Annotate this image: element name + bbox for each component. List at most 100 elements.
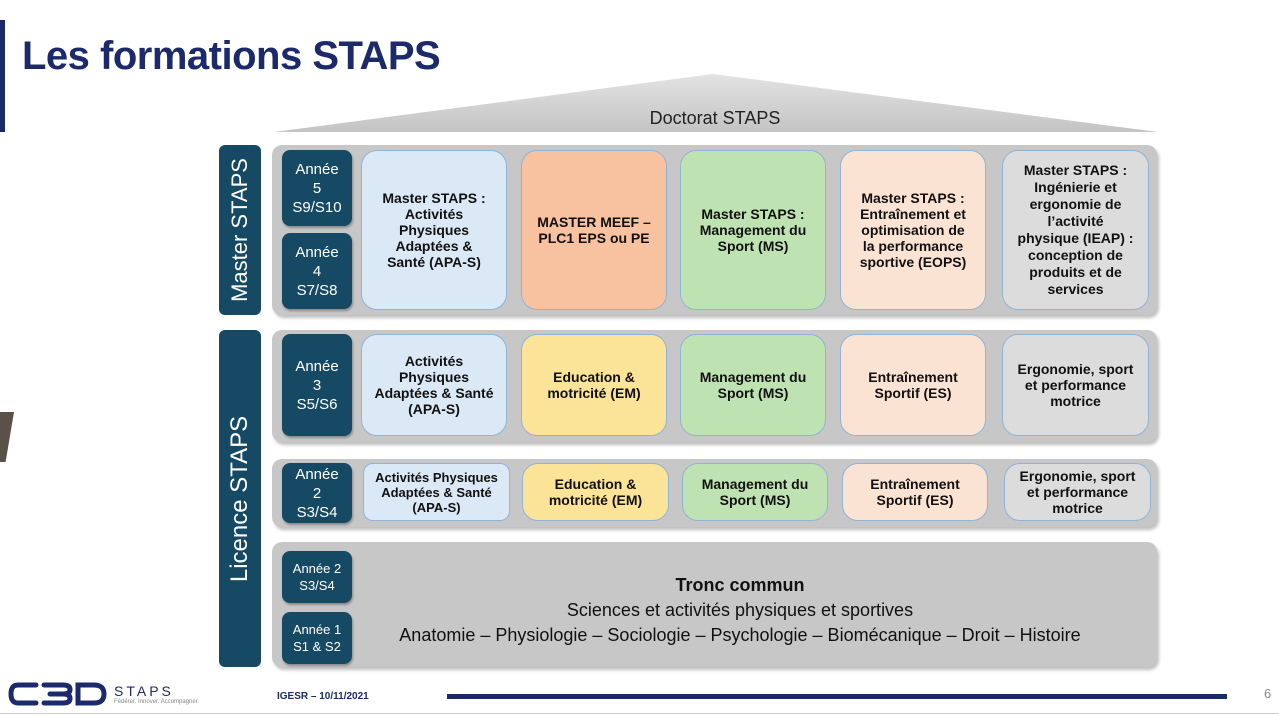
master-staps-label: Master STAPS [219, 145, 261, 315]
year-semesters: S3/S4 [299, 578, 335, 593]
box-line: optimisation de [861, 222, 965, 238]
box-line: MASTER MEEF – [537, 214, 651, 230]
box-line: Physiques [398, 369, 469, 385]
year-semesters: S3/S4 [296, 503, 338, 521]
box-line: (APA-S) [412, 499, 461, 515]
box-line: services [1047, 281, 1104, 297]
box-line: Management du [699, 222, 807, 238]
box-line: et performance [1024, 377, 1127, 393]
box-line: Education & [554, 476, 637, 492]
box-line: Ingénierie et [1034, 179, 1117, 195]
doctorat-label: Doctorat STAPS [649, 108, 781, 128]
box-line: Master STAPS : [1023, 162, 1128, 178]
box-line: Management du [699, 369, 807, 385]
year-2-box: Année 2 S3/S4 [282, 463, 352, 523]
tronc-commun-title: Tronc commun [675, 575, 805, 595]
year-number: 5 [312, 179, 322, 197]
page-number: 6 [1264, 686, 1272, 701]
logo-staps-text: STAPS [114, 683, 174, 699]
box-line: l’activité [1047, 213, 1104, 229]
page-title: Les formations STAPS [22, 34, 441, 78]
year-label: Année [295, 243, 339, 261]
box-line: Sport (MS) [717, 238, 789, 254]
box-line: Education & [553, 369, 635, 385]
year-semesters: S1 & S2 [293, 639, 341, 654]
box-line: Master STAPS : [701, 206, 805, 222]
box-line: Sportif (ES) [874, 385, 952, 401]
box-line: Sport (MS) [717, 385, 789, 401]
box-line: motricité (EM) [547, 385, 641, 401]
box-line: motrice [1052, 500, 1103, 516]
box-line: Entraînement [870, 476, 960, 492]
year-number: 2 [312, 484, 322, 502]
box-line: Adaptées & Santé [381, 484, 492, 500]
box-line: Management du [701, 476, 809, 492]
tronc-commun-subjects: Anatomie – Physiologie – Sociologie – Ps… [399, 625, 1081, 645]
year-label: Année 2 [292, 561, 342, 576]
l2-em-box: Education &motricité (EM) [522, 463, 669, 521]
tronc-commun: Tronc commun Sciences et activités physi… [380, 575, 1100, 646]
box-line: Activités Physiques [375, 469, 498, 485]
year-number: 3 [312, 376, 322, 394]
box-line: sportive (EOPS) [859, 254, 967, 270]
licence-staps-text: Licence STAPS [226, 415, 253, 582]
title-accent-bar [0, 20, 5, 132]
box-line: conception de [1028, 247, 1123, 263]
box-line: Activités [404, 206, 464, 222]
year-number: 4 [312, 262, 322, 280]
logo-tagline: Fédérer. Innover. Accompagner. [114, 699, 200, 705]
box-line: (APA-S) [408, 401, 460, 417]
year-4-box: Année 4 S7/S8 [282, 233, 352, 309]
box-line: produits et de [1029, 264, 1122, 280]
c3d-logo [8, 682, 107, 706]
box-line: et performance [1026, 484, 1129, 500]
tronc-commun-band [272, 542, 1157, 667]
master-meef-box: MASTER MEEF –PLC1 EPS ou PE [521, 150, 667, 310]
footer-line [447, 694, 1227, 699]
box-line: Activités [404, 353, 464, 369]
box-line: Sportif (ES) [876, 492, 954, 508]
box-line: Master STAPS : [382, 190, 486, 206]
box-line: Entraînement [868, 369, 958, 385]
box-line: la performance [862, 238, 964, 254]
box-line: Adaptées & [395, 238, 473, 254]
box-line: PLC1 EPS ou PE [538, 230, 650, 246]
year-5-box: Année 5 S9/S10 [282, 150, 352, 226]
box-line: Ergonomie, sport [1019, 468, 1136, 484]
decorative-shape [0, 412, 14, 462]
year-label: Année [295, 357, 339, 375]
box-line: Adaptées & Santé [374, 385, 494, 401]
master-staps-text: Master STAPS [227, 158, 252, 302]
licence-staps-label: Licence STAPS [219, 330, 261, 667]
year-2-tronc-box: Année 2 S3/S4 [282, 551, 352, 603]
box-line: Entraînement et [860, 206, 966, 222]
footer-date: IGESR – 10/11/2021 [277, 691, 369, 702]
l3-em-box: Education &motricité (EM) [521, 334, 667, 436]
year-label: Année [295, 160, 339, 178]
year-semesters: S9/S10 [292, 198, 342, 216]
year-label: Année 1 [292, 622, 342, 637]
box-line: Santé (APA-S) [387, 254, 481, 270]
box-line: motricité (EM) [548, 492, 643, 508]
box-line: Sport (MS) [719, 492, 791, 508]
year-label: Année [295, 465, 339, 483]
box-line: Master STAPS : [861, 190, 965, 206]
doctorat-roof [274, 74, 1158, 132]
year-semesters: S5/S6 [296, 395, 338, 413]
box-line: Ergonomie, sport [1017, 361, 1134, 377]
box-line: physique (IEAP) : [1017, 230, 1134, 246]
year-3-box: Année 3 S5/S6 [282, 334, 352, 436]
tronc-commun-subtitle: Sciences et activités physiques et sport… [566, 600, 914, 620]
